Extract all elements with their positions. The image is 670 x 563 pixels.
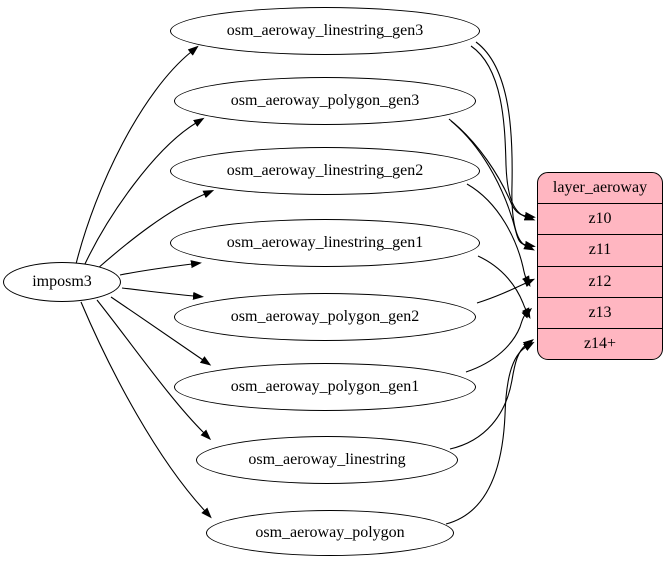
edge-imposm3-to-osm-aeroway-polygon-gen1	[110, 296, 212, 366]
table-node-osm-aeroway-linestring-gen2: osm_aeroway_linestring_gen2	[170, 147, 480, 195]
layer-node-title: layer_aeroway	[552, 179, 648, 197]
table-node-osm-aeroway-linestring-gen1: osm_aeroway_linestring_gen1	[170, 219, 480, 267]
table-node-osm-aeroway-linestring-gen1-label: osm_aeroway_linestring_gen1	[226, 234, 424, 251]
edge-osm-aeroway-polygon-gen2-to-layer-aeroway-z12	[476, 278, 536, 304]
edge-imposm3-to-osm-aeroway-polygon-gen2	[121, 287, 204, 300]
table-node-osm-aeroway-polygon-gen1: osm_aeroway_polygon_gen1	[174, 363, 476, 411]
edge-imposm3-to-osm-aeroway-polygon-gen3	[83, 117, 205, 267]
edge-imposm3-to-osm-aeroway-linestring-gen1	[119, 260, 202, 276]
layer-row-z12: z12	[538, 265, 662, 297]
edge-osm-aeroway-linestring-gen1-to-layer-aeroway-z13	[477, 255, 531, 319]
table-node-osm-aeroway-polygon-gen2-label: osm_aeroway_polygon_gen2	[230, 308, 420, 325]
edge-osm-aeroway-polygon-to-layer-aeroway-z14plus	[445, 341, 535, 525]
table-node-osm-aeroway-polygon: osm_aeroway_polygon	[206, 510, 454, 556]
table-node-osm-aeroway-polygon-gen3: osm_aeroway_polygon_gen3	[174, 77, 476, 125]
table-node-osm-aeroway-polygon-gen3-label: osm_aeroway_polygon_gen3	[230, 92, 420, 109]
edge-imposm3-to-osm-aeroway-linestring-gen3	[75, 45, 199, 265]
table-node-osm-aeroway-linestring-gen3-label: osm_aeroway_linestring_gen3	[226, 22, 424, 39]
edge-osm-aeroway-polygon-gen3-to-layer-aeroway-z11	[450, 120, 536, 249]
table-node-osm-aeroway-linestring-gen3: osm_aeroway_linestring_gen3	[170, 7, 480, 55]
edge-imposm3-to-osm-aeroway-polygon	[80, 301, 212, 519]
edge-osm-aeroway-linestring-gen3-to-layer-aeroway-z10	[470, 45, 536, 221]
edge-osm-aeroway-polygon-gen1-to-layer-aeroway-z13	[465, 307, 533, 373]
edge-imposm3-to-osm-aeroway-linestring	[96, 299, 212, 441]
edge-imposm3-to-osm-aeroway-linestring-gen2	[96, 190, 215, 270]
edge-osm-aeroway-polygon-gen3-to-layer-aeroway-z10	[448, 118, 536, 220]
table-node-osm-aeroway-linestring-label: osm_aeroway_linestring	[248, 451, 406, 468]
source-node-imposm3-label: imposm3	[32, 273, 92, 290]
edge-osm-aeroway-linestring-gen2-to-layer-aeroway-z12	[466, 183, 531, 287]
table-node-osm-aeroway-polygon-gen2: osm_aeroway_polygon_gen2	[174, 293, 476, 341]
source-node-imposm3: imposm3	[3, 262, 121, 302]
table-node-osm-aeroway-linestring-gen2-label: osm_aeroway_linestring_gen2	[226, 162, 424, 179]
layer-row-z13: z13	[538, 296, 662, 328]
table-node-osm-aeroway-polygon-label: osm_aeroway_polygon	[255, 524, 405, 541]
layer-row-z11: z11	[538, 234, 662, 265]
table-node-osm-aeroway-linestring: osm_aeroway_linestring	[196, 436, 458, 484]
edge-osm-aeroway-linestring-gen3-to-layer-aeroway-z11	[475, 41, 535, 251]
layer-row-z14plus: z14+	[538, 327, 662, 359]
layer-row-z10: z10	[538, 203, 662, 234]
table-node-osm-aeroway-polygon-gen1-label: osm_aeroway_polygon_gen1	[230, 378, 420, 395]
